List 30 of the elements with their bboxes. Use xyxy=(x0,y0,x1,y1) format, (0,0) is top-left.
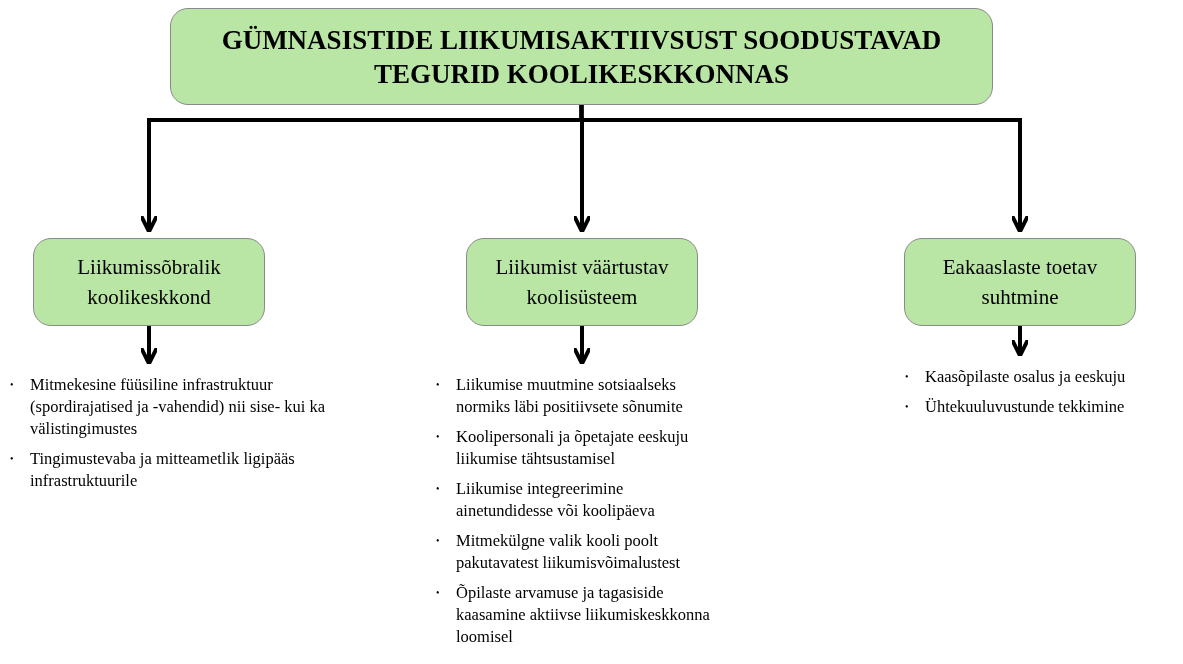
bullet-marker: • xyxy=(905,400,910,414)
title-box xyxy=(170,8,993,105)
category-label: Liikumissõbralik koolikeskkond xyxy=(76,254,222,311)
bullet-marker: • xyxy=(436,482,441,496)
bullet-marker: • xyxy=(436,534,441,548)
bullet-marker: • xyxy=(436,430,441,444)
bullet-marker: • xyxy=(905,370,910,384)
bullet-text: Liikumise muutmine sotsiaalseks normiks läbi positiivsete sõnumite xyxy=(456,374,684,418)
bullet-text: Mitmekesine füüsiline infrastruktuur (spordirajatised ja -vahendid) nii sise- kui ka välistingimustes xyxy=(30,374,327,440)
bullet-text: Mitmekülgne valik kooli poolt pakutavatest liikumisvõimalustest xyxy=(456,530,682,574)
bullet-marker: • xyxy=(10,452,15,466)
arrow xyxy=(1010,326,1030,358)
arrow xyxy=(139,326,159,366)
arrow xyxy=(579,105,1030,234)
bullet-text: Kaasõpilaste osalus ja eeskuju xyxy=(925,366,1126,388)
bullet-text: Õpilaste arvamuse ja tagasiside kaasamine aktiivse liikumiskeskkonna loomisel xyxy=(456,582,711,648)
category-box xyxy=(466,238,698,326)
category-box xyxy=(33,238,265,326)
bullet-text: Liikumise integreerimine ainetundidesse või koolipäeva xyxy=(456,478,656,522)
bullet-text: Koolipersonali ja õpetajate eeskuju liikumise tähtsustamisel xyxy=(456,426,690,470)
bullet-marker: • xyxy=(10,378,15,392)
bullet-marker: • xyxy=(436,378,441,392)
title-text: GÜMNASISTIDE LIIKUMISAKTIIVSUST SOODUSTAVAD TEGURID KOOLIKESKKONNAS xyxy=(220,23,943,91)
bullet-text: Ühtekuuluvustunde tekkimine xyxy=(925,396,1125,418)
bullet-text: Tingimustevaba ja mitteametlik ligipääs infrastruktuurile xyxy=(30,448,296,492)
bullet-marker: • xyxy=(436,586,441,600)
category-label: Eakaaslaste toetav suhtmine xyxy=(941,254,1099,311)
category-label: Liikumist väärtustav koolisüsteem xyxy=(494,254,670,311)
arrow xyxy=(572,326,592,366)
category-box xyxy=(904,238,1136,326)
